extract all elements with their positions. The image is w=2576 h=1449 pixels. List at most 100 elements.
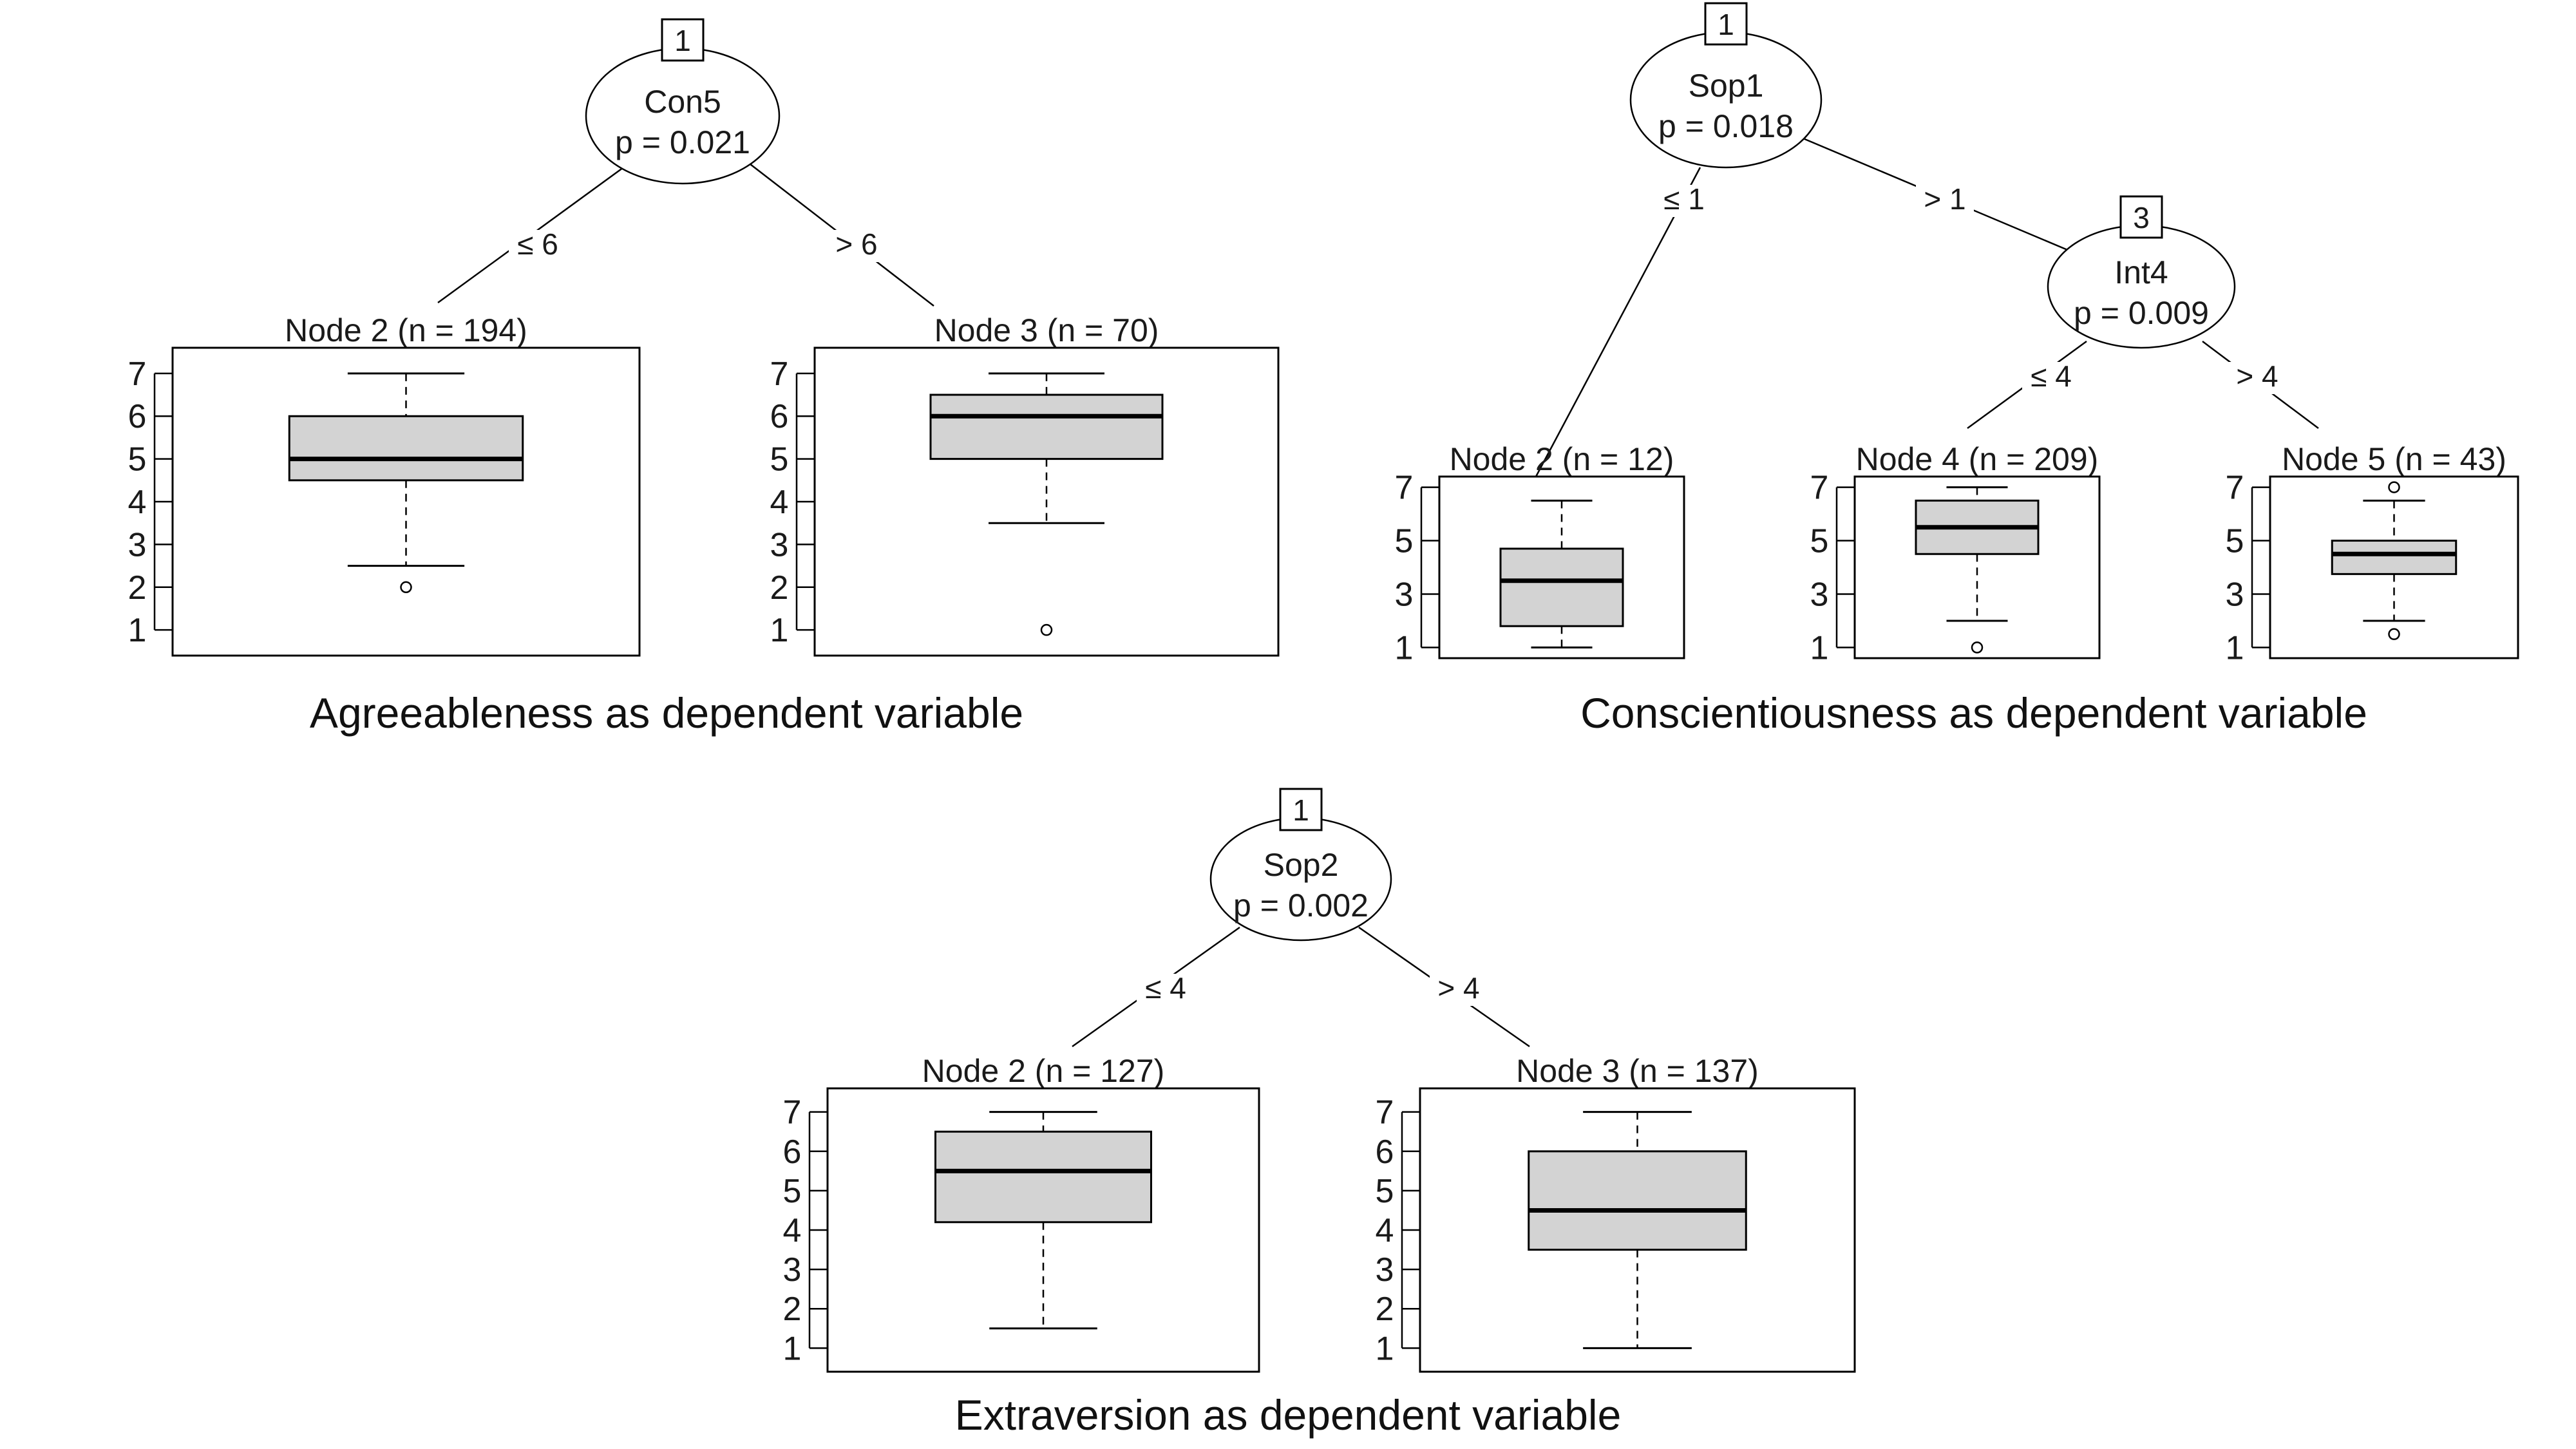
y-tick-label: 2 [770,569,789,607]
edge-label-bg [2022,362,2080,394]
split-p-value: p = 0.009 [2074,295,2209,331]
y-tick-label: 1 [770,612,789,649]
y-tick-label: 4 [1376,1212,1394,1249]
y-tick-label: 6 [783,1133,802,1171]
edge-label-bg [828,230,886,262]
y-tick-label: 4 [783,1212,802,1249]
edge-label: > 4 [1437,971,1479,1005]
y-tick-label: 1 [1810,629,1829,667]
iqr-box [934,1130,1152,1224]
y-tick-label: 4 [128,484,147,521]
node-id: 3 [2133,201,2150,234]
outlier-point [2388,481,2400,493]
y-tick-label: 5 [1376,1173,1394,1210]
edge-label: > 6 [835,227,877,261]
figure-caption: Conscientiousness as dependent variable [1580,689,2367,737]
split-variable: Int4 [2114,254,2168,290]
y-tick-label: 2 [128,569,147,607]
node-id: 1 [1718,8,1734,41]
y-tick-label: 7 [783,1094,802,1132]
node-id-box [1704,2,1748,46]
split-variable: Sop1 [1689,68,1764,104]
edge-label-bg [1916,185,1974,217]
split-p-value: p = 0.018 [1658,108,1794,144]
iqr-box [1499,547,1624,627]
edge-label-bg [1655,185,1713,217]
y-tick-label: 7 [770,355,789,393]
y-tick-label: 3 [1395,576,1414,613]
y-tick-label: 6 [128,398,147,435]
edge-label-bg [1137,974,1195,1006]
y-tick-label: 5 [770,441,789,478]
node-id-box [2119,195,2163,239]
y-tick-label: 6 [770,398,789,435]
iqr-box [2331,540,2458,575]
y-tick-label: 6 [1376,1133,1394,1171]
y-tick-label: 7 [128,355,147,393]
y-tick-label: 1 [2226,629,2244,667]
y-tick-label: 7 [1376,1094,1394,1132]
edge-label-bg [2228,362,2286,394]
edge-label: > 1 [1924,182,1965,216]
leaf-title: Node 5 (n = 43) [2282,441,2506,477]
node-id-box [661,18,705,62]
y-tick-label: 5 [1395,523,1414,560]
y-tick-label: 7 [1810,469,1829,507]
y-tick-label: 5 [783,1173,802,1210]
iqr-box [288,415,524,482]
y-tick-label: 1 [1376,1330,1394,1367]
edge-1-2 [1535,167,1701,477]
outlier-point [2388,628,2400,640]
y-tick-label: 1 [783,1330,802,1367]
figure-caption: Agreeableness as dependent variable [310,689,1023,737]
iqr-box [1528,1150,1747,1251]
split-variable: Sop2 [1264,847,1339,883]
edge-label: ≤ 1 [1663,182,1705,216]
y-tick-label: 5 [2226,523,2244,560]
leaf-title: Node 2 (n = 127) [922,1053,1165,1089]
node-id-box [1279,788,1323,831]
split-p-value: p = 0.021 [615,124,750,160]
y-tick-label: 5 [128,441,147,478]
leaf-node-5: Node 5 (n = 43) 1 3 5 7 [2226,441,2519,667]
split-variable: Con5 [644,84,721,120]
leaf-title: Node 2 (n = 194) [285,312,527,348]
leaf-node-2: Node 2 (n = 12) 1 3 5 7 [1395,441,1685,667]
leaf-title: Node 3 (n = 137) [1516,1053,1759,1089]
outlier-point [1040,623,1053,636]
y-tick-label: 3 [770,526,789,564]
leaf-title: Node 2 (n = 12) [1450,441,1674,477]
y-tick-label: 1 [1395,629,1414,667]
edge-label: ≤ 6 [517,227,558,261]
edge-label-bg [1430,974,1488,1006]
split-p-value: p = 0.002 [1233,887,1368,923]
y-tick-label: 3 [783,1251,802,1289]
y-tick-label: 1 [128,612,147,649]
outlier-point [1971,641,1984,654]
figure-caption: Extraversion as dependent variable [955,1391,1622,1439]
y-tick-label: 5 [1810,523,1829,560]
edge-label-bg [509,230,567,262]
plot-frame [171,346,641,657]
y-tick-label: 3 [1376,1251,1394,1289]
edge-label: ≤ 4 [1145,971,1186,1005]
y-tick-label: 2 [783,1291,802,1328]
y-tick-label: 3 [1810,576,1829,613]
y-tick-label: 7 [1395,469,1414,507]
y-tick-label: 2 [1376,1291,1394,1328]
node-id: 1 [674,24,691,57]
y-tick-label: 3 [2226,576,2244,613]
y-tick-label: 7 [2226,469,2244,507]
iqr-box [929,393,1164,460]
edge-label: > 4 [2236,359,2278,393]
y-tick-label: 4 [770,484,789,521]
outlier-point [400,581,412,594]
